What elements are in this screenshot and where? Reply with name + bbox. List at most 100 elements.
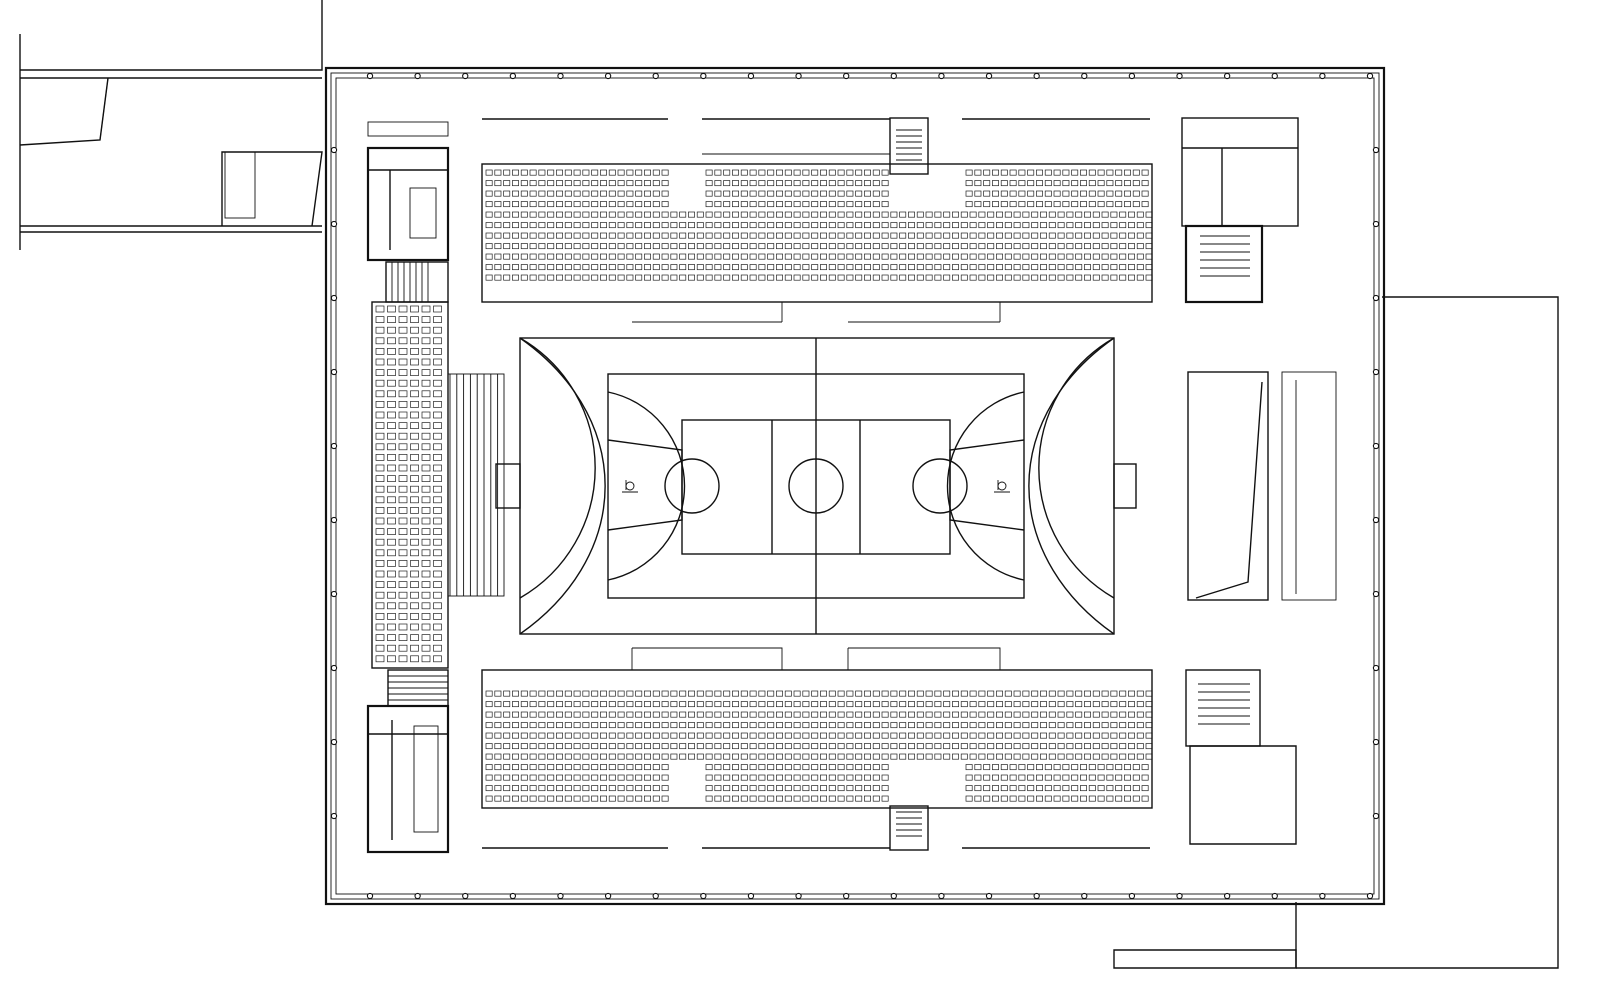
seat-north <box>1075 264 1083 271</box>
seat-south <box>758 701 766 708</box>
seat-south <box>965 795 973 802</box>
seat-south <box>485 743 493 750</box>
seat-north <box>1080 201 1087 208</box>
seat-north <box>943 243 951 250</box>
seat-south <box>952 701 959 708</box>
seat-north <box>485 222 493 229</box>
seat-south <box>899 753 907 760</box>
seat-south <box>503 774 511 781</box>
seat-south <box>1092 722 1100 729</box>
seat-south <box>776 785 783 792</box>
seat-west <box>375 570 385 578</box>
seat-north <box>644 274 651 281</box>
seat-south <box>846 701 854 708</box>
seat-north <box>960 274 968 281</box>
seat-north <box>1115 201 1123 208</box>
seat-west <box>421 432 431 440</box>
seat-south <box>1031 753 1039 760</box>
seat-north <box>987 211 995 218</box>
seat-west <box>433 464 442 472</box>
seat-south <box>564 701 572 708</box>
seat-south <box>556 690 563 697</box>
seat-south <box>608 764 616 771</box>
seat-south <box>943 711 951 718</box>
seat-north <box>846 222 854 229</box>
seat-north <box>1075 243 1083 250</box>
seat-north <box>644 180 651 187</box>
seat-south <box>1004 722 1012 729</box>
seat-north <box>1044 201 1052 208</box>
seat-north <box>1004 222 1012 229</box>
seat-north <box>512 243 519 250</box>
seat-north <box>855 190 863 197</box>
seat-north <box>635 232 643 239</box>
seat-north <box>1097 169 1105 176</box>
seat-south <box>749 774 757 781</box>
seat-south <box>890 753 898 760</box>
seat-south <box>556 785 563 792</box>
seat-north <box>1110 211 1118 218</box>
seat-north <box>1057 222 1065 229</box>
seat-north <box>1084 232 1091 239</box>
seat-north <box>696 274 704 281</box>
seat-north <box>969 274 977 281</box>
seat-north <box>1136 222 1144 229</box>
seat-north <box>661 190 669 197</box>
seat-south <box>934 753 942 760</box>
seat-west <box>421 305 431 313</box>
seat-south <box>723 690 731 697</box>
seat-west <box>410 538 419 546</box>
seat-south <box>503 785 511 792</box>
seat-north <box>855 264 863 271</box>
seat-north <box>828 253 836 260</box>
seat-south <box>978 690 986 697</box>
seat-north <box>828 201 836 208</box>
seat-north <box>573 264 581 271</box>
seat-north <box>1132 201 1140 208</box>
seat-south <box>529 690 537 697</box>
seat-north <box>952 274 959 281</box>
seat-west <box>421 623 431 631</box>
seat-south <box>626 774 634 781</box>
seat-north <box>723 222 731 229</box>
seat-north <box>855 180 863 187</box>
seat-north <box>608 201 616 208</box>
seat-west <box>375 358 385 366</box>
seat-north <box>1136 243 1144 250</box>
column <box>1372 516 1380 524</box>
column <box>330 812 338 820</box>
seat-north <box>696 264 704 271</box>
seat-north <box>591 253 599 260</box>
seat-south <box>644 795 651 802</box>
seat-north <box>758 222 766 229</box>
seat-west <box>421 326 431 334</box>
seat-north <box>1128 232 1135 239</box>
seat-south <box>749 690 757 697</box>
seat-south <box>974 764 982 771</box>
seat-south <box>608 753 616 760</box>
seat-west <box>410 443 419 451</box>
seat-south <box>1115 795 1123 802</box>
seat-south <box>617 795 625 802</box>
seat-north <box>608 274 616 281</box>
seat-south <box>899 711 907 718</box>
seat-south <box>635 764 643 771</box>
seat-north <box>837 180 845 187</box>
seat-south <box>564 690 572 697</box>
seat-south <box>934 711 942 718</box>
seat-south <box>635 711 643 718</box>
seat-north <box>714 222 722 229</box>
seat-north <box>934 264 942 271</box>
seat-north <box>1092 222 1100 229</box>
seat-north <box>820 243 827 250</box>
seat-south <box>767 732 775 739</box>
seat-north <box>1136 253 1144 260</box>
column <box>700 892 707 900</box>
seat-south <box>626 743 634 750</box>
seat-north <box>564 253 572 260</box>
seat-north <box>784 211 792 218</box>
seat-south <box>1048 743 1056 750</box>
seat-south <box>617 785 625 792</box>
seat-west <box>410 390 419 398</box>
seat-west <box>433 411 442 419</box>
